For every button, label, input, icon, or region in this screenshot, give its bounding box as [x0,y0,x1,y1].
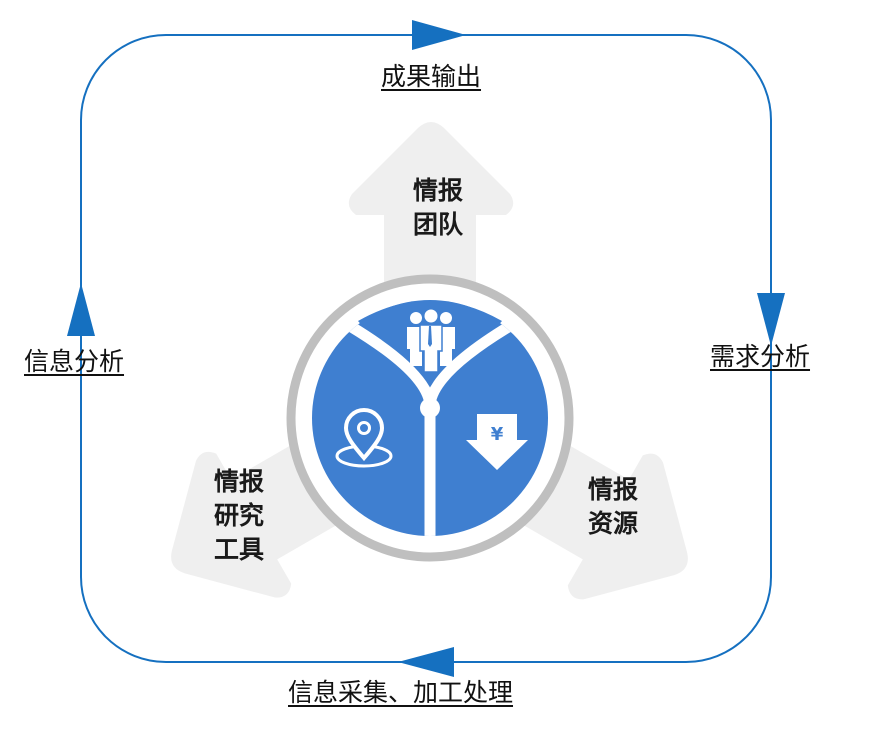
arrowhead-top-right [412,20,466,50]
segment-hub [420,398,440,418]
cycle-label-bottom: 信息采集、加工处理 [288,678,514,707]
cycle-label-top: 成果输出 [381,62,482,91]
arrowhead-right-down [757,293,785,346]
segment-label-team-line2: 团队 [412,210,463,239]
cycle-label-left: 信息分析 [24,347,125,376]
segment-label-tools-line2: 研究 [213,501,264,530]
arrowhead-bottom-left [398,647,454,677]
svg-text:¥: ¥ [491,424,504,445]
location-pin-icon [335,408,393,468]
cycle-label-right: 需求分析 [710,342,811,371]
arrowhead-left-up [67,283,95,336]
segment-label-tools-line1: 情报 [213,467,264,496]
team-people-icon [407,309,455,373]
segment-label-resources-line2: 资源 [587,509,638,538]
big-arrow-up [348,122,514,295]
segment-label-resources: 情报 资源 [578,473,648,541]
cycle-arrowheads [67,20,785,677]
segment-label-team: 情报 团队 [403,174,473,242]
segment-label-team-line1: 情报 [412,176,463,205]
segment-separators [344,320,516,536]
segment-label-resources-line1: 情报 [587,475,638,504]
yen-download-icon: ¥ [466,414,528,470]
segment-label-tools: 情报 研究 工具 [204,465,274,567]
segment-label-tools-line3: 工具 [213,535,264,564]
